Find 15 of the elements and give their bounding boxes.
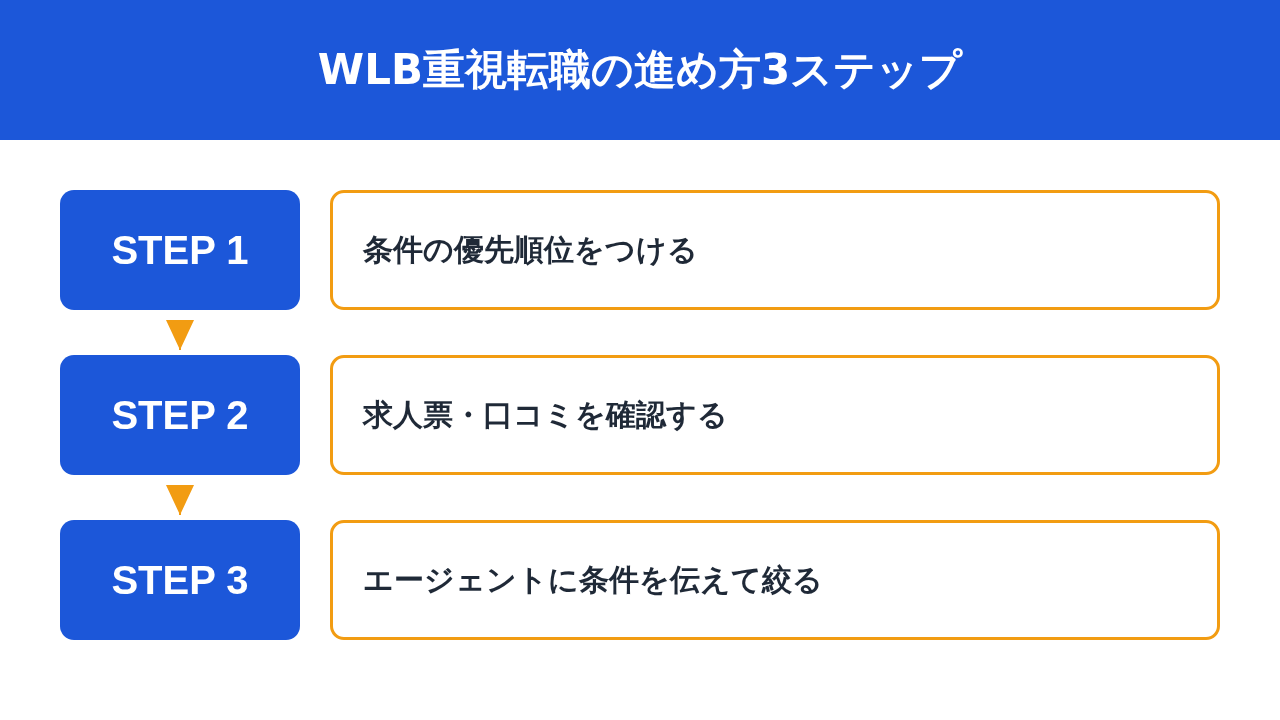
step-description-box — [330, 190, 1220, 310]
arrow — [166, 319, 194, 351]
step-label: STEP 3 — [111, 557, 249, 603]
step-description: 条件の優先順位をつける — [363, 230, 698, 269]
step-description: エージェントに条件を伝えて絞る — [363, 560, 823, 599]
title: WLB重視転職の進め方3ステップ — [317, 44, 963, 96]
step-label: STEP 2 — [111, 392, 249, 438]
step-description-box — [330, 355, 1220, 475]
step-badge — [60, 355, 300, 475]
step-badge — [60, 520, 300, 640]
step-description: 求人票・口コミを確認する — [363, 395, 728, 434]
arrow — [166, 484, 194, 516]
step-label: STEP 1 — [111, 227, 249, 273]
step-description-box — [330, 520, 1220, 640]
step-badge — [60, 190, 300, 310]
